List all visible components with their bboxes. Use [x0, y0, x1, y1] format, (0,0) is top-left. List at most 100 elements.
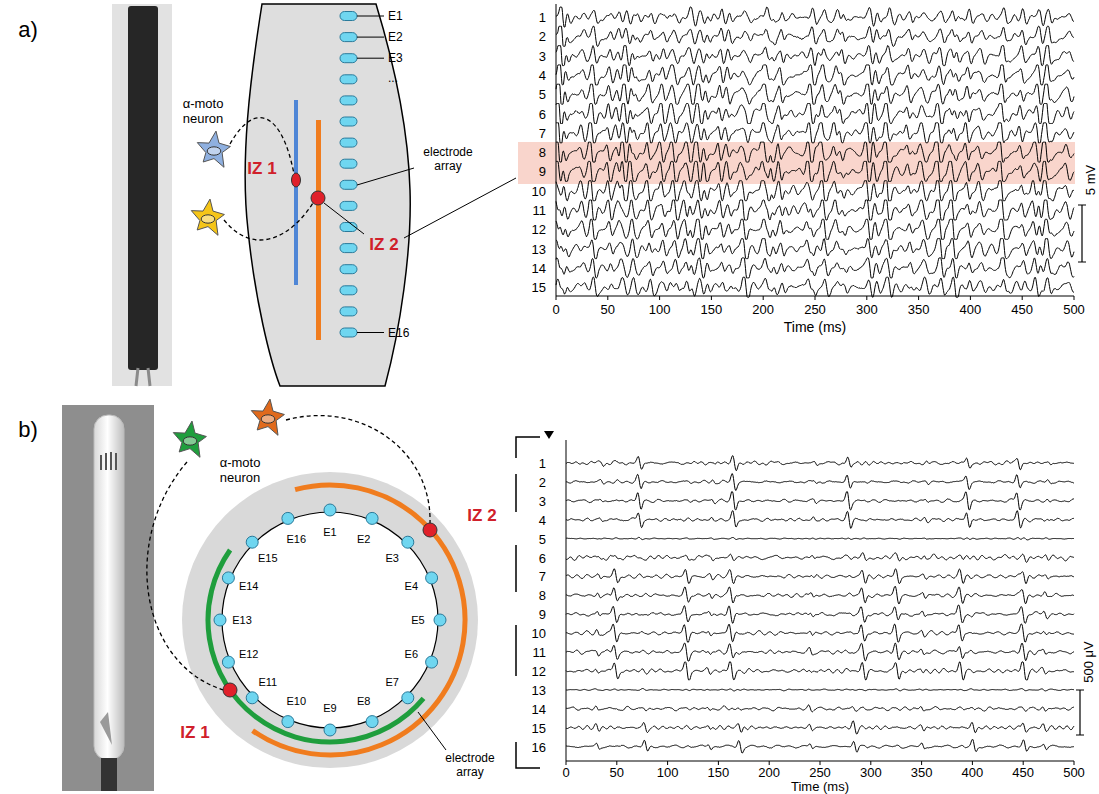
axis-tick — [815, 296, 816, 300]
photo-background — [112, 4, 172, 386]
emg-trace — [566, 537, 1074, 540]
marker-triangle — [544, 431, 554, 439]
electrode-label: E4 — [405, 581, 418, 592]
electrode — [340, 96, 357, 105]
channel-number: 12 — [532, 223, 546, 236]
highlight-band — [518, 142, 1075, 184]
channel-number: 10 — [532, 627, 546, 640]
axis-tick — [769, 761, 770, 765]
axis-tick — [566, 761, 567, 765]
emg-trace — [556, 239, 1074, 259]
panel-letter: b) — [18, 419, 38, 441]
tick-label: 150 — [701, 303, 723, 316]
electrode — [282, 716, 294, 728]
electrode — [340, 307, 357, 316]
channel-number: 2 — [539, 475, 546, 488]
anal-canal — [222, 512, 438, 728]
tick-label: 100 — [649, 303, 671, 316]
emg-trace — [556, 65, 1074, 85]
innervation-zone-dot — [292, 173, 301, 187]
tick-label: 150 — [708, 766, 730, 779]
channel-number: 16 — [532, 740, 546, 753]
electrode — [340, 12, 357, 21]
electrode — [246, 536, 258, 548]
emg-trace — [556, 277, 1074, 297]
electrode-label: E7 — [385, 677, 398, 688]
emg-trace — [566, 511, 1074, 529]
electrode-label: E12 — [239, 648, 259, 659]
channel-number: 10 — [532, 184, 546, 197]
axis-line — [556, 4, 1074, 296]
electrode-label: E13 — [232, 615, 252, 626]
tick-label: 500 — [1063, 303, 1085, 316]
electrode-label: E11 — [258, 677, 277, 688]
electrode — [222, 572, 234, 584]
leader-line — [418, 712, 446, 750]
electrode — [340, 159, 357, 168]
motor-neuron — [173, 421, 206, 457]
electrode — [426, 572, 438, 584]
array-label: electrode array — [440, 752, 500, 780]
emg-trace — [556, 142, 1074, 162]
tick-label: 300 — [860, 766, 882, 779]
channel-number: 11 — [533, 646, 547, 659]
axis-tick — [616, 761, 617, 765]
tick-label: 0 — [552, 303, 559, 316]
tick-label: 50 — [601, 303, 615, 316]
emg-trace — [566, 569, 1074, 584]
emg-trace — [566, 624, 1074, 642]
electrode-label: E5 — [411, 615, 424, 626]
channel-number: 9 — [539, 608, 546, 621]
electrode — [340, 180, 357, 189]
axis-title: Time (ms) — [784, 320, 846, 334]
electrode-label: E9 — [323, 703, 336, 714]
tick-label: 0 — [562, 766, 569, 779]
electrode-label: E8 — [357, 696, 370, 707]
electrode-label: E2 — [357, 533, 370, 544]
tick-label: 350 — [908, 303, 930, 316]
electrode-label: E14 — [239, 581, 259, 592]
electrode-label: E1 — [323, 527, 336, 538]
axis-tick — [1023, 761, 1024, 765]
tick-label: 500 — [1063, 766, 1085, 779]
motor-neuron — [191, 199, 224, 235]
ellipsis-label: ... — [388, 72, 398, 84]
neuron-label: α-moto neuron — [212, 456, 268, 486]
electrode — [222, 656, 234, 668]
channel-number: 7 — [539, 570, 546, 583]
axis-tick — [1074, 296, 1075, 300]
channel-number: 6 — [539, 551, 546, 564]
iz-label: IZ 1 — [180, 724, 209, 741]
axis-tick — [667, 761, 668, 765]
channel-number: 13 — [532, 683, 546, 696]
tick-label: 400 — [960, 303, 982, 316]
electrode-label: E1 — [388, 10, 403, 22]
axis-tick — [820, 761, 821, 765]
cable — [136, 368, 150, 386]
axis-tick — [972, 761, 973, 765]
leader-line — [324, 178, 516, 238]
leader-line — [357, 16, 414, 333]
axis-tick — [763, 296, 764, 300]
emg-trace — [556, 161, 1074, 181]
emg-trace — [556, 123, 1074, 143]
array-label: electrode array — [418, 146, 478, 174]
tick-label: 250 — [804, 303, 826, 316]
emg-trace — [566, 705, 1074, 712]
channel-number: 6 — [539, 107, 546, 120]
emg-trace — [556, 219, 1074, 239]
electrode — [366, 512, 378, 524]
electrode-label: E3 — [385, 552, 398, 563]
channel-number: 3 — [539, 494, 546, 507]
axis-tick — [659, 296, 660, 300]
tick-label: 350 — [911, 766, 933, 779]
emg-trace — [566, 643, 1074, 661]
group-bracket — [516, 437, 540, 768]
axon-dashed — [286, 416, 430, 523]
electrode — [340, 286, 357, 295]
channel-number: 4 — [539, 68, 546, 81]
electrode — [340, 201, 357, 210]
emg-trace — [556, 200, 1074, 220]
